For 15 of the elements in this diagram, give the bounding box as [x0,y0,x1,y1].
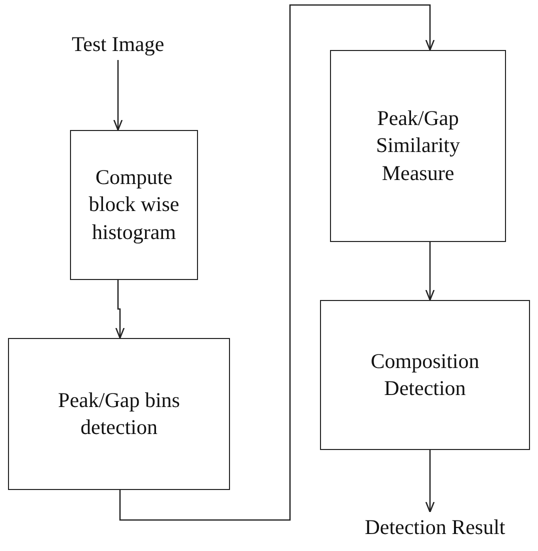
process-box [8,338,230,490]
box-label: Peak/Gap bins detection [57,386,181,441]
process-box [70,130,198,280]
box-label: Composition Detection [370,348,480,402]
flow-label: Test Image [70,31,166,58]
process-box [320,300,530,450]
arrow [425,242,435,301]
arrow [119,4,435,521]
flow-label: Detection Result [364,514,506,542]
box-label: Peak/Gap Similarity Measure [375,105,461,187]
arrow [113,60,123,131]
process-box [330,50,506,242]
box-label: Compute block wise histogram [88,164,180,246]
arrow [115,280,125,339]
arrow [425,450,435,513]
